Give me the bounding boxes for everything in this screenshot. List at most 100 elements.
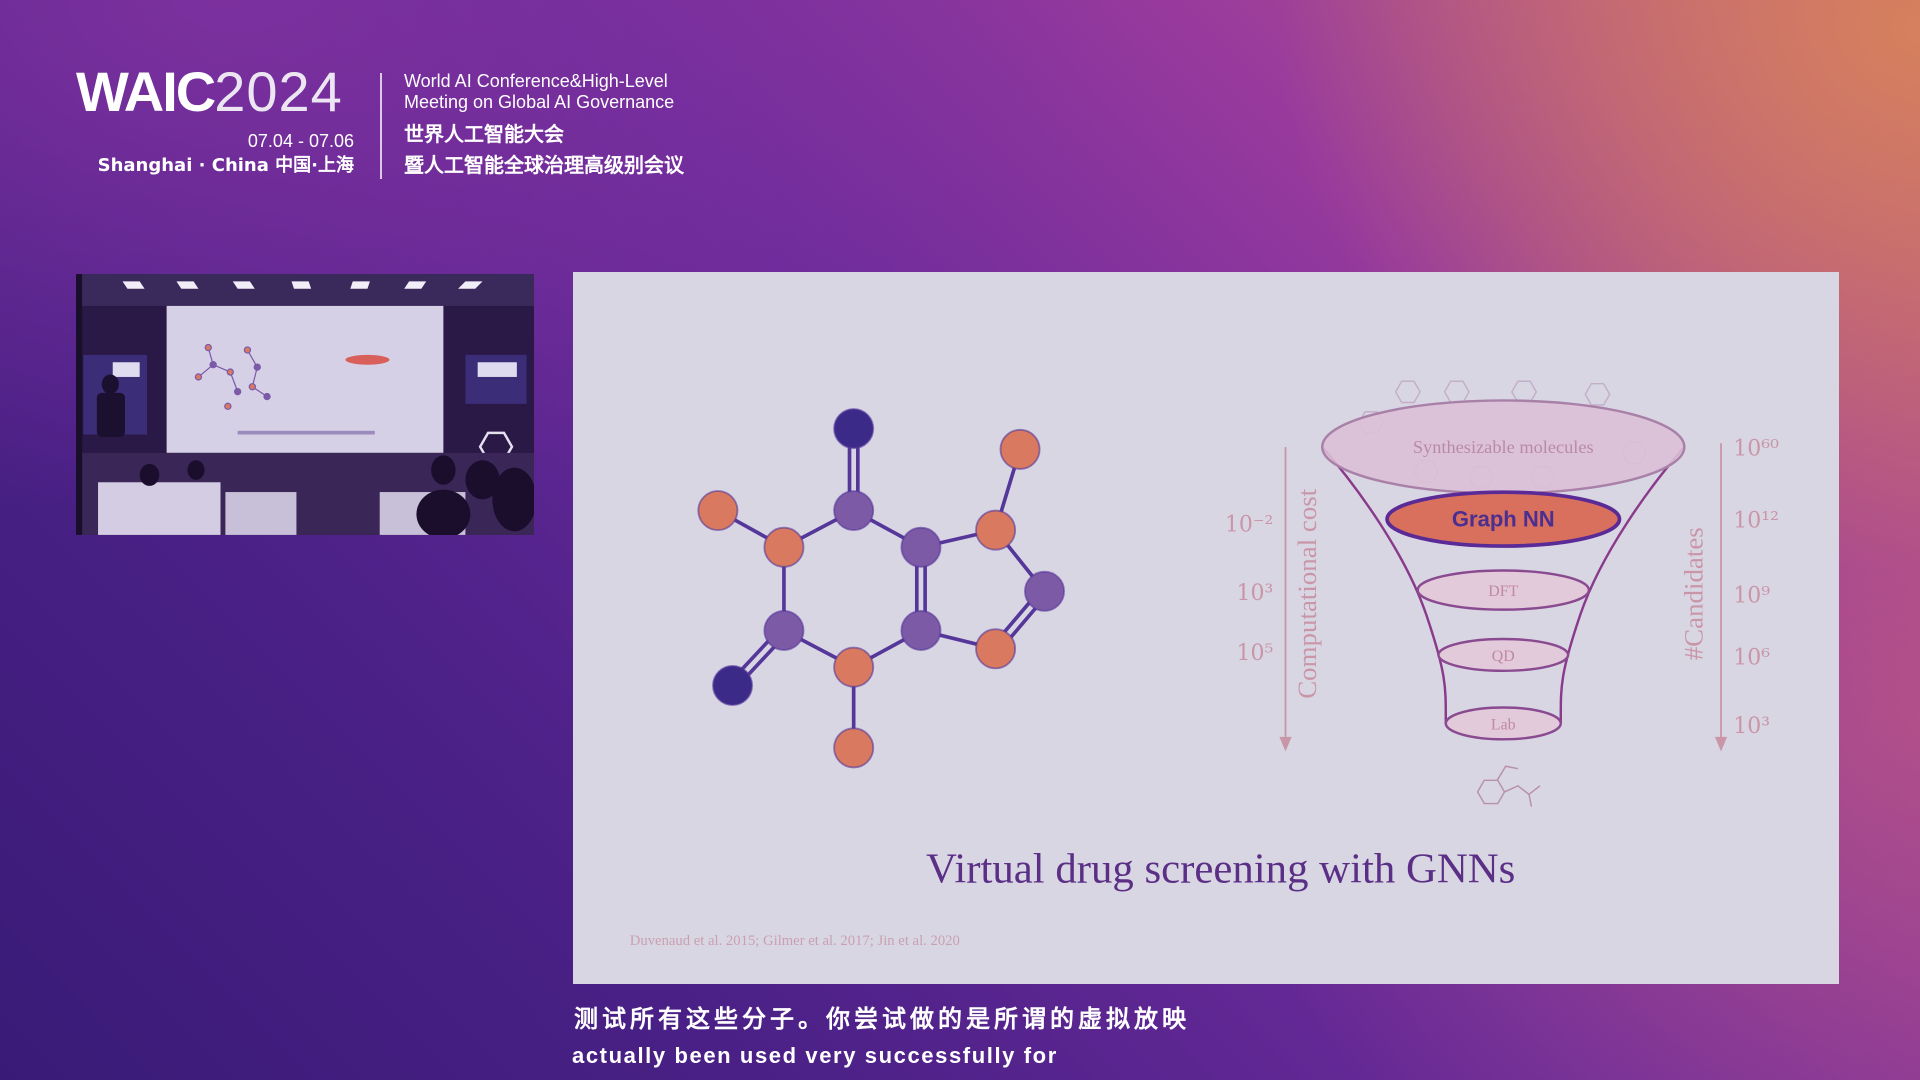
conference-name-en-line-2: Meeting on Global AI Governance bbox=[404, 92, 675, 112]
ceiling bbox=[76, 274, 534, 306]
slide-title: Virtual drug screening with GNNs bbox=[926, 845, 1515, 892]
ceiling-light bbox=[232, 281, 255, 289]
left-axis-tick: 10³ bbox=[1236, 581, 1273, 606]
slide-citation: Duvenaud et al. 2015; Gilmer et al. 2017… bbox=[630, 933, 960, 949]
event-location: Shanghai · China 中国·上海 bbox=[97, 155, 354, 176]
audience-head bbox=[431, 455, 456, 485]
audience-shoulders bbox=[416, 489, 471, 535]
atom-dark bbox=[712, 665, 754, 706]
molecule-doodle bbox=[1394, 380, 1421, 404]
ceiling-light bbox=[404, 281, 427, 289]
right-axis-tick: 10⁶⁰ bbox=[1733, 437, 1779, 462]
funnel-label-dft: DFT bbox=[1488, 583, 1518, 600]
funnel-stage-graph-nn bbox=[1385, 490, 1622, 548]
right-banner-logo bbox=[477, 362, 517, 377]
funnel-stage-lab bbox=[1444, 706, 1562, 741]
funnel-label-synthesizable: Synthesizable molecules bbox=[1413, 437, 1594, 457]
left-axis-arrowhead bbox=[1279, 736, 1292, 752]
molecule-doodle bbox=[1584, 382, 1611, 406]
right-axis-arrowhead bbox=[1714, 736, 1728, 752]
ceiling-light bbox=[458, 281, 483, 289]
conference-name-zh-line-1: 世界人工智能大会 bbox=[404, 122, 564, 146]
header-divider bbox=[380, 73, 382, 179]
atom-orange bbox=[833, 727, 875, 769]
candidates-axis: #Candidates 10⁶⁰ 10¹² 10⁹ 10⁶ 10³ bbox=[1679, 437, 1779, 752]
right-axis-label: #Candidates bbox=[1679, 527, 1709, 660]
event-dates: 07.04 - 07.06 bbox=[247, 131, 354, 151]
computational-cost-axis: Computational cost 10⁻² 10³ 10⁵ bbox=[1225, 446, 1322, 752]
audience-head bbox=[187, 460, 205, 480]
funnel-label-graph-nn: Graph NN bbox=[1452, 506, 1555, 531]
ceiling-light bbox=[350, 281, 370, 289]
molecule-diagram bbox=[697, 408, 1066, 769]
atom-purple bbox=[900, 526, 942, 568]
atom-orange bbox=[975, 628, 1017, 670]
waic-logo: WAIC2024 bbox=[76, 64, 343, 120]
conference-name-en-line-1: World AI Conference&High-Level bbox=[404, 71, 668, 91]
ceiling-light bbox=[291, 281, 312, 289]
right-axis-tick: 10³ bbox=[1733, 714, 1770, 739]
table-cloth bbox=[225, 492, 297, 535]
right-axis-tick: 10⁹ bbox=[1733, 583, 1770, 608]
audience-head bbox=[492, 467, 534, 532]
screening-funnel: Synthesizable molecules Graph NN DFT QD … bbox=[1320, 380, 1686, 807]
audience-head bbox=[139, 463, 160, 486]
speaker-body bbox=[96, 392, 125, 437]
presentation-slide: Synthesizable molecules Graph NN DFT QD … bbox=[573, 272, 1839, 984]
output-molecule-ring bbox=[1476, 779, 1506, 805]
logo-wordmark: WAIC bbox=[76, 60, 216, 123]
audience bbox=[139, 455, 534, 535]
output-molecule-branch bbox=[1528, 794, 1533, 807]
speaker-camera-view bbox=[76, 274, 534, 535]
screen-atom bbox=[243, 346, 252, 354]
atom-dark bbox=[833, 408, 875, 450]
right-axis-tick: 10⁶ bbox=[1733, 646, 1770, 671]
audience-head bbox=[465, 460, 500, 500]
ceiling-light bbox=[176, 281, 199, 289]
screen-atom bbox=[253, 363, 261, 371]
screen-atom bbox=[194, 373, 203, 381]
screen-molecule bbox=[194, 343, 271, 411]
ceiling-lights bbox=[122, 281, 483, 289]
funnel-label-lab: Lab bbox=[1491, 717, 1516, 734]
logo-year: 2024 bbox=[214, 60, 343, 123]
atom-purple bbox=[833, 490, 875, 532]
output-molecule bbox=[1476, 765, 1541, 807]
left-axis-tick: 10⁻² bbox=[1225, 512, 1273, 537]
funnel-stage-qd bbox=[1437, 637, 1570, 673]
right-axis-tick: 10¹² bbox=[1733, 509, 1779, 534]
screen-highlight bbox=[345, 354, 390, 365]
screen-atom bbox=[226, 368, 234, 376]
output-molecule-branch bbox=[1504, 784, 1541, 796]
screen-caption bbox=[237, 430, 375, 435]
atom-orange bbox=[975, 509, 1017, 551]
atom-purple bbox=[763, 609, 805, 651]
atom-purple bbox=[1024, 570, 1066, 612]
atom-orange bbox=[999, 428, 1041, 470]
conference-name-zh: 世界人工智能大会 暨人工智能全球治理高级别会议 bbox=[404, 119, 684, 181]
table-cloth bbox=[98, 482, 221, 535]
left-banner-logo bbox=[112, 362, 140, 377]
screen-atom bbox=[204, 343, 212, 352]
left-axis-label: Computational cost bbox=[1292, 488, 1322, 699]
screen-atom bbox=[224, 402, 232, 411]
atom-purple bbox=[900, 609, 942, 651]
conference-name: World AI Conference&High-Level Meeting o… bbox=[404, 71, 684, 181]
screen-atom bbox=[263, 392, 271, 401]
output-molecule-branch bbox=[1496, 765, 1519, 781]
slide-canvas: Synthesizable molecules Graph NN DFT QD … bbox=[630, 380, 1779, 949]
funnel-stage-dft bbox=[1416, 569, 1591, 611]
funnel-right-side bbox=[1559, 446, 1686, 724]
frame-edge bbox=[76, 274, 83, 535]
atom-orange bbox=[697, 490, 739, 532]
left-axis-tick: 10⁵ bbox=[1236, 641, 1273, 666]
molecule-doodle bbox=[1443, 380, 1470, 404]
screen-atom bbox=[233, 387, 242, 396]
screen-atom bbox=[209, 361, 217, 369]
funnel-label-qd: QD bbox=[1492, 648, 1515, 665]
subtitle-english: actually been used very successfully for bbox=[572, 1043, 1058, 1068]
camera-frame bbox=[76, 274, 534, 535]
ceiling-light bbox=[122, 281, 145, 289]
atom-orange bbox=[763, 526, 805, 568]
subtitle-chinese: 测试所有这些分子。你尝试做的是所谓的虚拟放映 bbox=[574, 1005, 1190, 1033]
